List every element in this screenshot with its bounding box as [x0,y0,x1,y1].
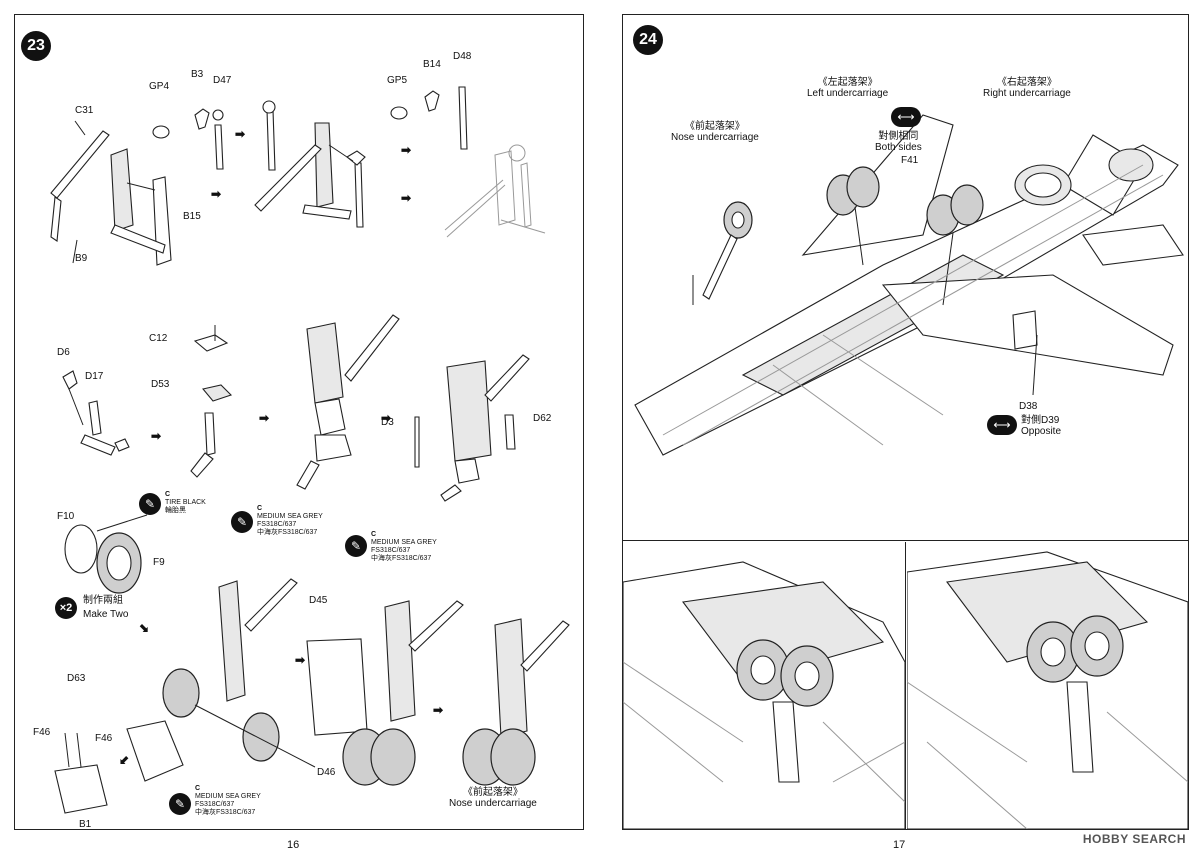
assembly-arrow-icon: ⬋ [119,753,130,767]
paint-brush-icon: ✎ [139,493,161,515]
page-number: 17 [893,839,906,851]
part-label: D17 [85,371,104,382]
part-label: B1 [79,819,92,830]
part-label: C12 [149,333,168,344]
part-label: B15 [183,211,201,222]
assembly-arrow-icon: ➡ [235,127,246,141]
opposite-label: 對側D39 Opposite [1021,415,1062,437]
double-arrow-icon: ⟷ [987,415,1017,435]
part-label: D53 [151,379,170,390]
nose-gear-strut-diagram [62,314,530,502]
assembly-arrow-icon: ➡ [401,143,412,157]
assembly-arrow-icon: ➡ [259,411,270,425]
part-label: D48 [453,51,472,62]
nose-undercarriage-caption: 《前起落架》 Nose undercarriage [449,787,537,809]
paint-callout-tire: C TIRE BLACK 輪胎黑 [165,491,206,514]
make-two-badge: ×2 [55,597,77,619]
part-label: B14 [423,59,441,70]
paint-brush-icon: ✎ [345,535,367,557]
paint-brush-icon: ✎ [231,511,253,533]
make-two-cn: 制作兩組 [83,595,123,606]
assembly-arrow-icon: ➡ [211,187,222,201]
page-number: 16 [287,839,300,851]
main-gear-assembly-diagram [50,86,546,266]
step-badge: 24 [633,25,663,55]
paint-brush-icon: ✎ [169,793,191,815]
part-label: GP4 [149,81,170,92]
assembly-arrow-icon: ➡ [433,703,444,717]
part-label: D38 [1019,401,1038,412]
part-label: D47 [213,75,232,86]
assembly-arrow-icon: ⬊ [139,621,150,635]
double-arrow-icon: ⟷ [891,107,921,127]
part-label: F46 [33,727,51,738]
nose-wheel-diagram [54,514,570,814]
both-sides-label: 對側相同 Both sides [875,131,922,153]
part-label: D46 [317,767,336,778]
assembly-arrow-icon: ➡ [401,191,412,205]
section-divider [623,540,1188,541]
assembly-arrow-icon: ➡ [295,653,306,667]
part-label: D3 [381,417,394,428]
part-label: B9 [75,253,88,264]
assembly-arrow-icon: ➡ [381,411,392,425]
inset-view-left [623,542,906,829]
part-label: F9 [153,557,165,568]
instruction-page-left: 23 [14,14,584,851]
instruction-page-right: 24 《前起落架》 Nose under [622,14,1189,851]
part-label: B3 [191,69,204,80]
part-label: GP5 [387,75,408,86]
part-label: C31 [75,105,94,116]
part-label: D63 [67,673,86,684]
paint-callout-grey: C MEDIUM SEA GREY FS318C/637 中海灰FS318C/6… [371,531,437,562]
part-label: F46 [95,733,113,744]
right-undercarriage-label: 《右起落架》 Right undercarriage [983,77,1071,99]
watermark: HOBBY SEARCH [1082,832,1186,846]
nose-undercarriage-label: 《前起落架》 Nose undercarriage [671,121,759,143]
paint-callout-grey: C MEDIUM SEA GREY FS318C/637 中海灰FS318C/6… [257,505,323,536]
part-label: F41 [901,155,919,166]
step-badge: 23 [21,31,51,61]
part-label: D6 [57,347,70,358]
assembly-arrow-icon: ➡ [151,429,162,443]
aircraft-underside-diagram [634,114,1184,456]
part-label: D45 [309,595,328,606]
make-two-en: Make Two [83,609,129,620]
part-label: D62 [533,413,552,424]
part-label: F10 [57,511,75,522]
paint-callout-grey: C MEDIUM SEA GREY FS318C/637 中海灰FS318C/6… [195,785,261,816]
left-undercarriage-label: 《左起落架》 Left undercarriage [807,77,889,99]
inset-view-right [907,542,1188,829]
